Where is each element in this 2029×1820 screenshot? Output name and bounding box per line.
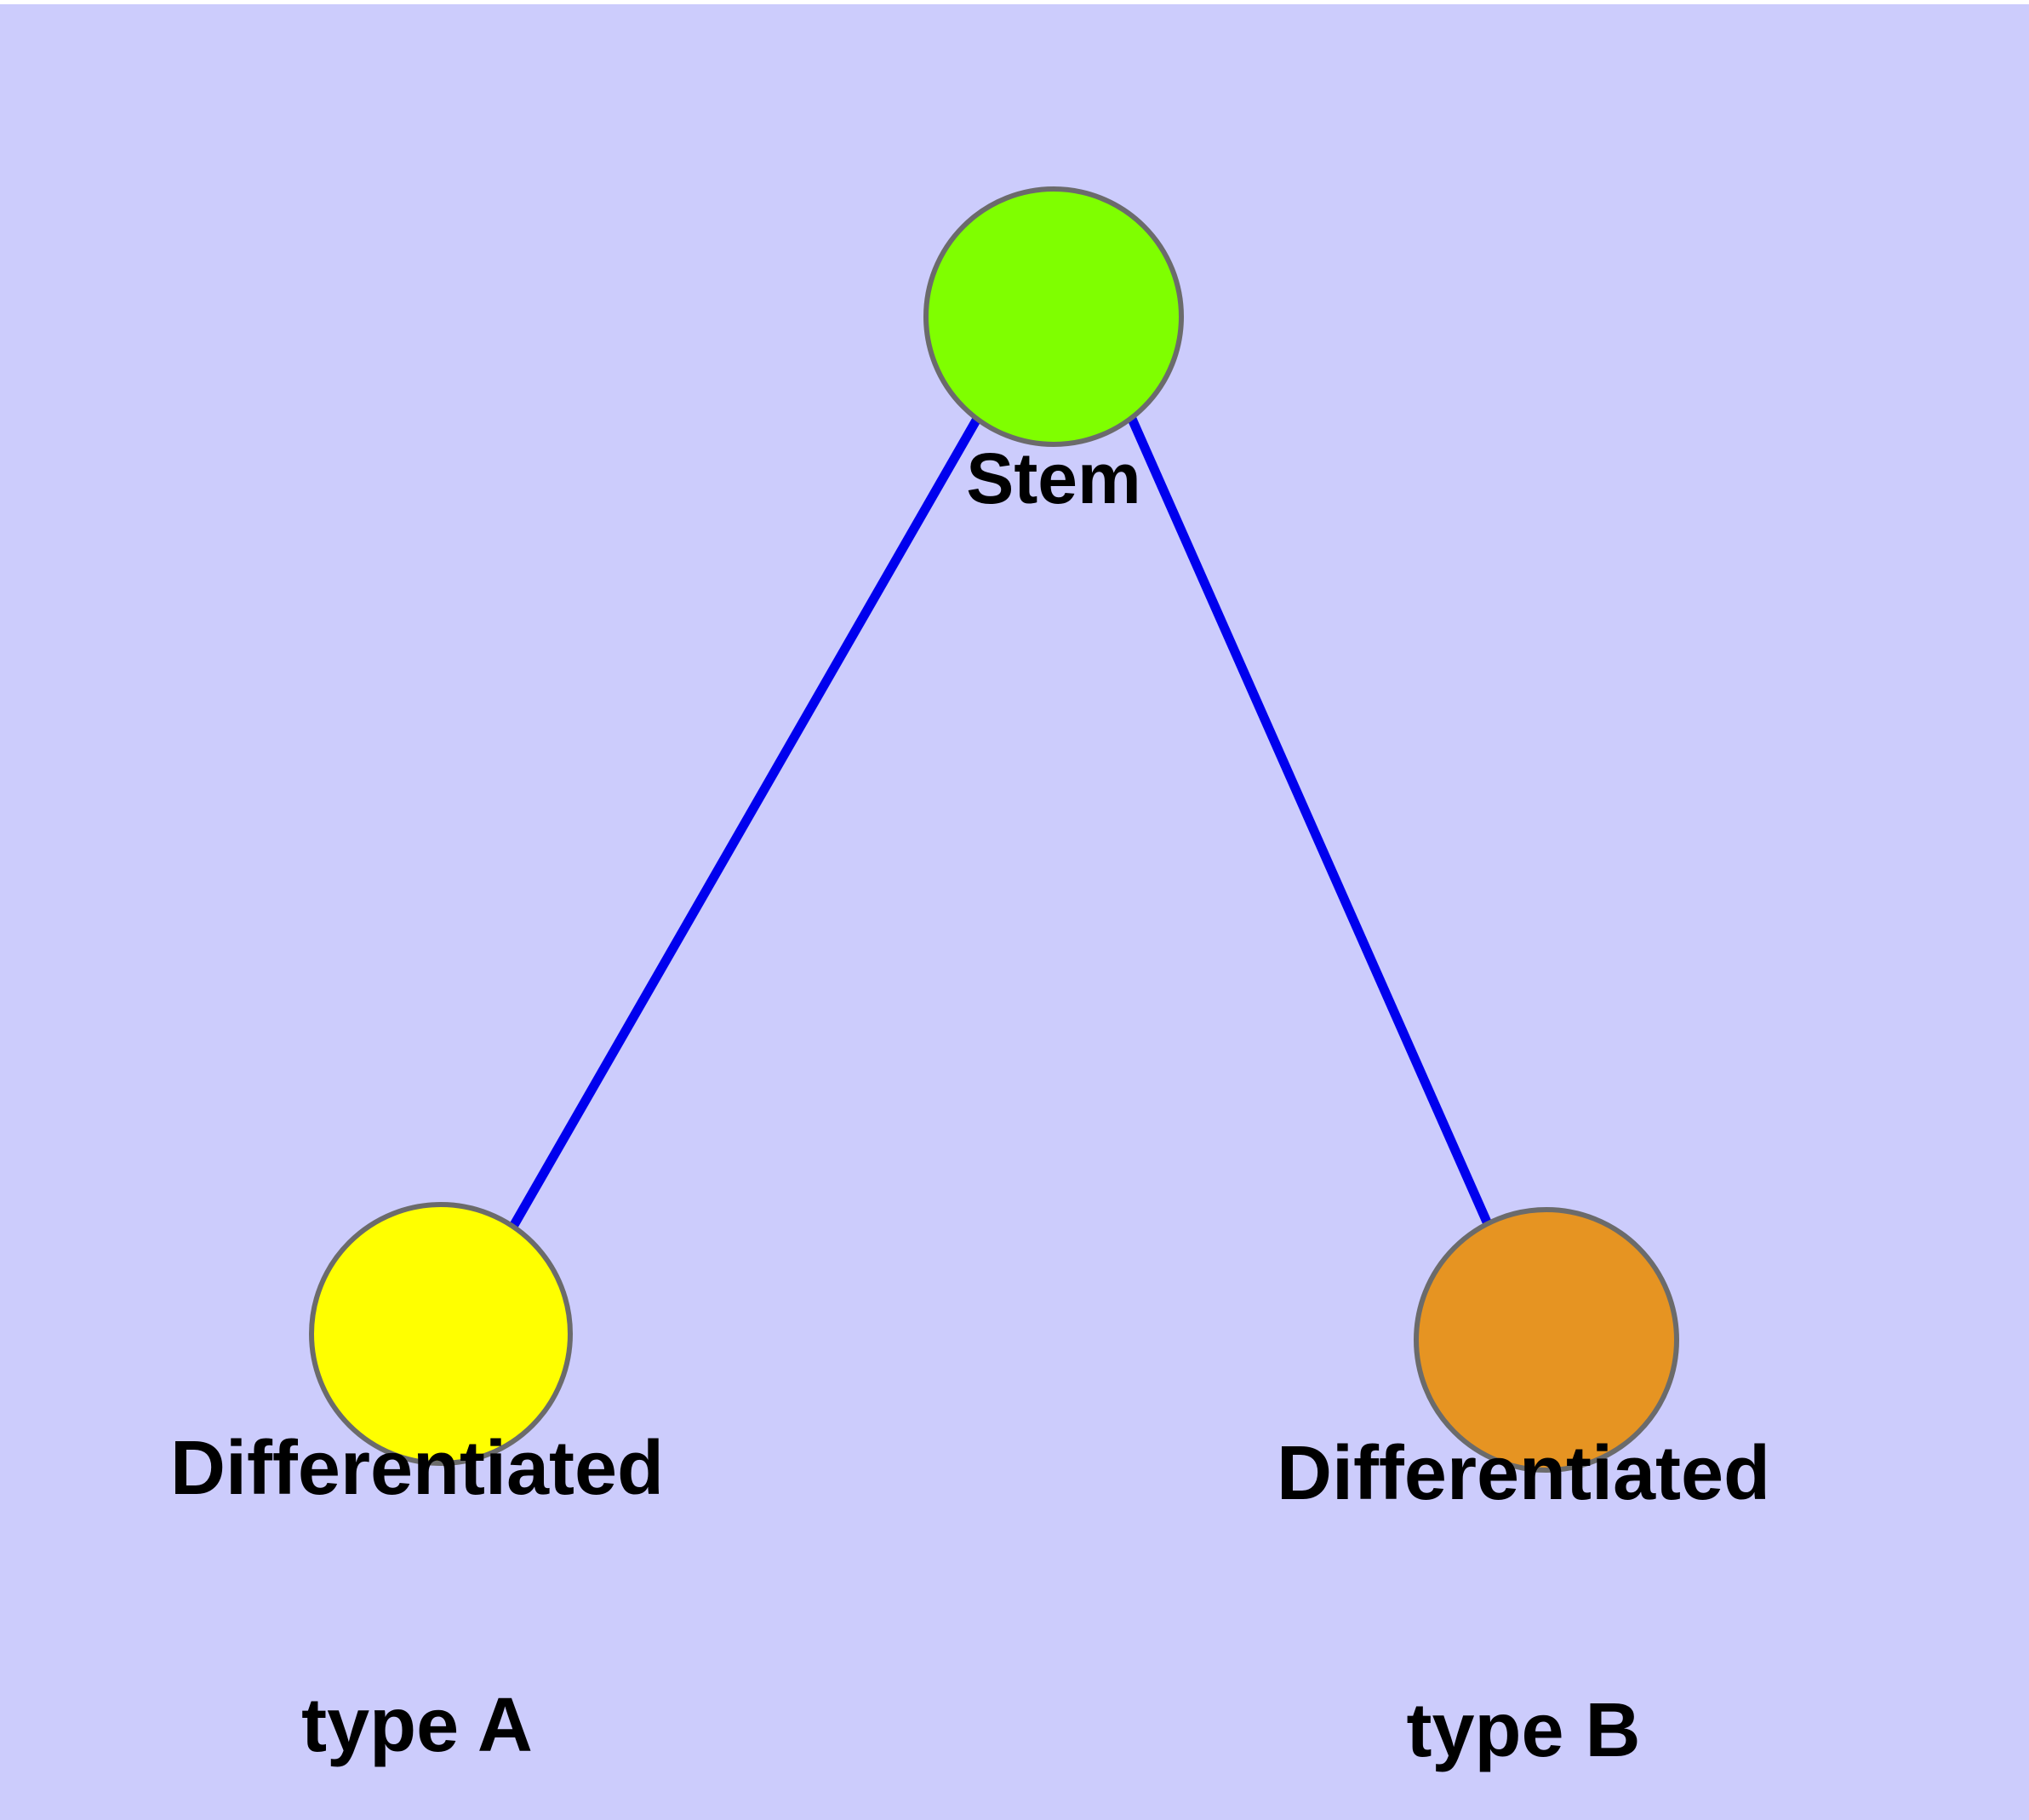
node-stem[interactable]	[923, 186, 1184, 447]
node-layer	[309, 186, 1679, 1473]
edge-stem-to-differentiated-type-b	[1127, 416, 1494, 1228]
graph-svg	[309, 186, 1679, 1473]
diagram-background: Stem Differentiated type A Differentiate…	[0, 4, 2029, 1820]
node-differentiated-type-b[interactable]	[1414, 1207, 1679, 1473]
edge-stem-to-differentiated-type-a	[510, 416, 981, 1228]
node-differentiated-type-a[interactable]	[309, 1202, 573, 1466]
edge-layer	[510, 416, 1494, 1228]
